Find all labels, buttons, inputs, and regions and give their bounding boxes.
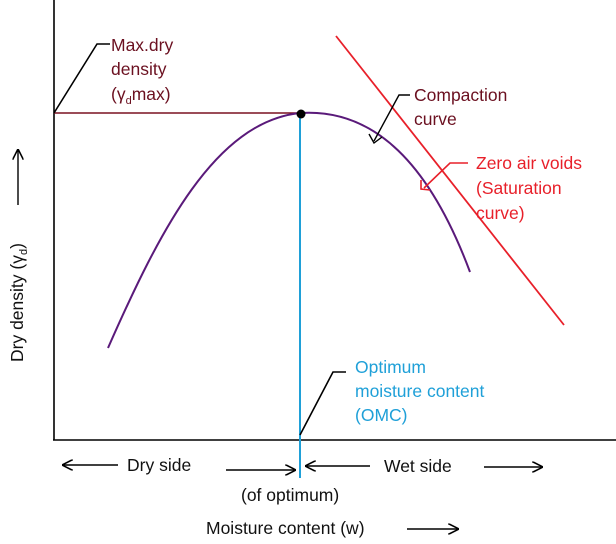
zav-leader-arrowhead bbox=[420, 180, 431, 191]
of-optimum-label: (of optimum) bbox=[241, 485, 339, 505]
zav-label-line1: Zero air voids bbox=[476, 153, 582, 173]
compaction-label-line2: curve bbox=[414, 109, 457, 129]
zav-label-line3: curve) bbox=[476, 203, 525, 223]
peak-point bbox=[296, 109, 306, 119]
max-dry-density-label-line1: Max.dry bbox=[111, 35, 173, 55]
omc-label-line1: Optimum bbox=[355, 357, 426, 377]
compaction-label-line1: Compaction bbox=[414, 85, 507, 105]
zero-air-voids-line bbox=[335, 35, 565, 326]
y-axis-label: Dry density (γd) bbox=[7, 243, 30, 362]
omc-leader bbox=[299, 371, 346, 436]
max-dry-density-leader bbox=[53, 43, 110, 114]
zav-label-line2: (Saturation bbox=[476, 178, 562, 198]
omc-label-line2: moisture content bbox=[355, 381, 485, 401]
zav-leader bbox=[423, 162, 468, 189]
max-dry-density-label-line2: density bbox=[111, 59, 167, 79]
omc-label-line3: (OMC) bbox=[355, 405, 407, 425]
wet-side-label: Wet side bbox=[384, 456, 452, 476]
compaction-curve bbox=[107, 111, 471, 349]
x-axis-label: Moisture content (w) bbox=[206, 518, 365, 538]
max-dry-density-label-line3: (γdmax) bbox=[111, 84, 171, 107]
compaction-leader bbox=[373, 94, 410, 142]
dry-side-label: Dry side bbox=[127, 455, 191, 475]
compaction-leader-arrowhead bbox=[368, 133, 383, 145]
